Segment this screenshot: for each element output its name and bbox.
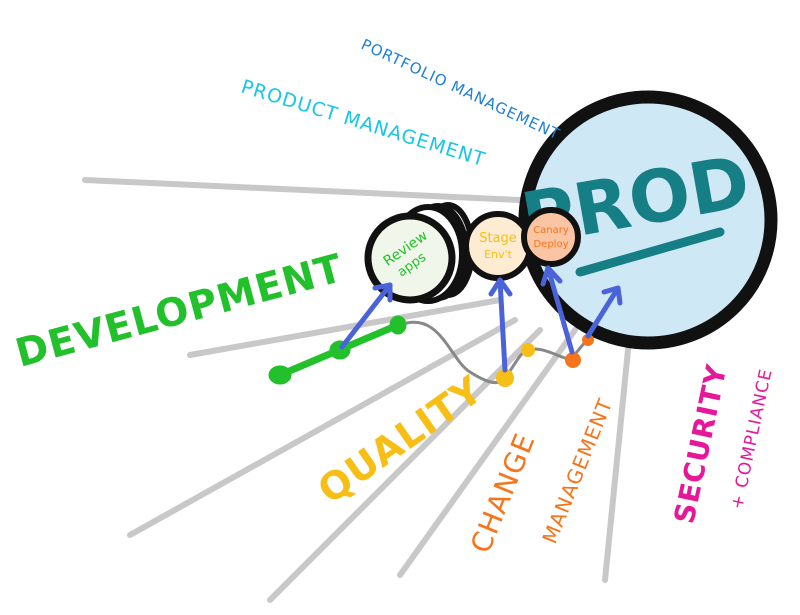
rays	[82, 177, 633, 603]
ray-security	[602, 327, 633, 583]
label-security-line2: + Compliance	[727, 367, 776, 511]
canary-label-line2: Deploy	[533, 239, 568, 250]
ray-top	[82, 177, 523, 203]
arrow-change-to-canary	[540, 265, 575, 355]
prod-underline	[575, 227, 725, 277]
ray-lower-left	[127, 317, 518, 538]
ray-change	[397, 327, 578, 578]
deploy-arrows	[339, 265, 623, 373]
stage-circle	[463, 211, 533, 281]
label-security-line1: Security	[668, 361, 734, 526]
review-apps-stack: Review apps	[364, 202, 475, 304]
change-node-1	[565, 352, 581, 368]
development-pipeline	[268, 315, 407, 385]
canary-deploy: Canary Deploy	[521, 207, 581, 267]
prod-circle	[518, 90, 778, 350]
label-development: Development	[11, 246, 348, 377]
quality-node-1	[496, 369, 514, 387]
arrow-dev-to-review	[339, 282, 393, 350]
change-node-2	[582, 334, 594, 346]
canary-label-line1: Canary	[533, 225, 569, 236]
dev-node-3	[389, 315, 407, 335]
ray-development	[187, 297, 503, 358]
review-disc-front	[364, 212, 456, 304]
quality-nodes	[496, 343, 535, 387]
canary-circle	[521, 207, 581, 267]
stage-label-line1: Stage	[479, 231, 517, 246]
label-change-line2: Management	[537, 395, 617, 547]
arrow-change-to-prod	[585, 285, 623, 339]
arrow-quality-to-stage	[488, 277, 513, 373]
stage-label-line2: Env't	[484, 248, 512, 261]
change-nodes	[565, 334, 594, 368]
quality-node-2	[521, 343, 535, 357]
stage-env: Stage Env't	[463, 211, 533, 281]
label-change-line1: Change	[464, 428, 542, 557]
dev-node-1	[268, 365, 292, 385]
ray-quality	[267, 327, 543, 603]
